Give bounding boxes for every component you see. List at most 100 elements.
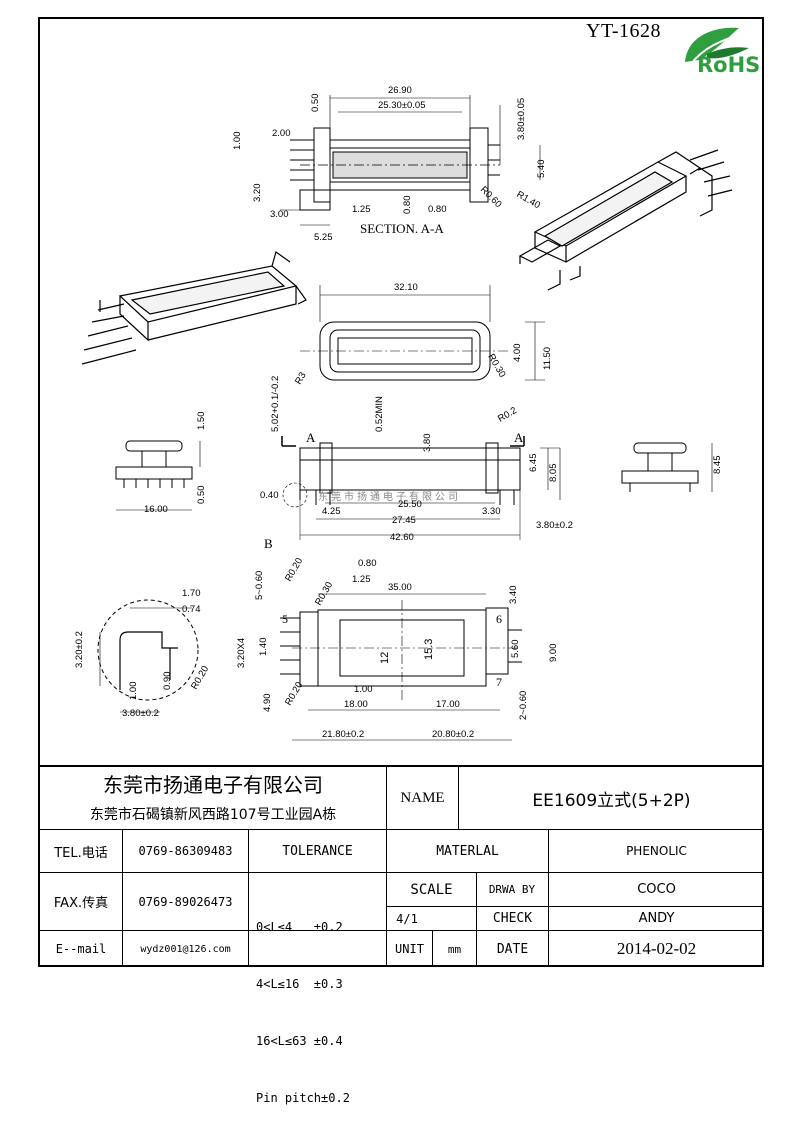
- dim-text: R0.60: [478, 184, 504, 210]
- dim-text: 1.40: [258, 638, 269, 657]
- dim-text: 2~0.60: [518, 691, 529, 720]
- top-view: [300, 285, 545, 381]
- material-label: MATERLAL: [436, 843, 499, 859]
- dim-text: 25.30±0.05: [378, 100, 425, 111]
- section-marker-a-right: A: [514, 430, 524, 445]
- dim-text: 0.80: [358, 558, 377, 569]
- dim-text: 26.90: [388, 85, 412, 96]
- dim-text: 4.00: [512, 344, 523, 363]
- dim-text: 18.00: [344, 699, 368, 710]
- check-value: ANDY: [638, 911, 675, 926]
- unit-label: UNIT: [395, 942, 424, 956]
- pin-label-6: 6: [496, 612, 502, 626]
- section-view: [280, 95, 541, 226]
- dim-text: R0.20: [283, 556, 305, 583]
- dim-text: R0.2: [496, 405, 519, 425]
- dim-text: 1.50: [196, 412, 207, 431]
- drawing-frame: [38, 17, 764, 967]
- side-view-left: [115, 440, 201, 511]
- dim-text: 3.80±0.05: [516, 98, 527, 140]
- dim-text: 0.52MIN: [374, 396, 385, 432]
- dim-text: 3.80±0.2: [536, 520, 573, 531]
- tolerance-table: 0<L≤4 ±0.2 4<L≤16 ±0.3 16<L≤63 ±0.4 Pin …: [256, 880, 350, 1146]
- side-view-right: [621, 442, 713, 492]
- dim-text: 20.80±0.2: [432, 729, 474, 740]
- tel-value: 0769-86309483: [138, 844, 233, 858]
- section-marker-a-left: A: [306, 430, 316, 445]
- dim-text: R0.20: [283, 680, 305, 707]
- rohs-text: RoHS: [697, 53, 761, 77]
- dim-text: 3.20±0.2: [74, 631, 85, 668]
- watermark: 东莞市扬通电子有限公司: [318, 490, 461, 503]
- dim-text: 42.60: [390, 532, 414, 543]
- bottom-view: [280, 593, 522, 741]
- dim-text: 5.25: [314, 232, 333, 243]
- dim-text: 0.80: [402, 196, 413, 215]
- dim-text: 0.50: [196, 486, 207, 505]
- tolerance-row: Pin pitch±0.2: [256, 1091, 350, 1105]
- dim-text: 5~0.60: [254, 571, 265, 600]
- dim-text: R0.20: [189, 664, 211, 691]
- dim-text: 5.02+0.1/-0.2: [270, 376, 281, 432]
- fax-label: FAX.传真: [53, 896, 109, 911]
- dim-text: 32.10: [394, 282, 418, 293]
- tolerance-label: TOLERANCE: [282, 843, 353, 859]
- dim-text: 3.00: [270, 209, 289, 220]
- dim-text: 35.00: [388, 582, 412, 593]
- tolerance-row: 16<L≤63 ±0.4: [256, 1034, 343, 1048]
- dim-text: R0.30: [485, 352, 507, 379]
- pin-label-7: 7: [496, 675, 502, 689]
- dim-text: R3: [293, 370, 309, 386]
- dim-text: 25.50: [398, 499, 422, 510]
- tel-label: TEL.电话: [54, 845, 108, 861]
- dim-text: 2.00: [272, 128, 291, 139]
- material-value: PHENOLIC: [626, 844, 687, 858]
- email-value: wydz001@126.com: [140, 943, 231, 955]
- tolerance-row: 4<L≤16 ±0.3: [256, 977, 343, 991]
- dim-text: 1.25: [352, 204, 371, 215]
- detail-view: [97, 599, 199, 713]
- dim-text: 27.45: [392, 515, 416, 526]
- dim-text: 4.25: [322, 506, 341, 517]
- dim-text: 8.45: [712, 456, 723, 475]
- dim-text: 9.00: [548, 644, 559, 663]
- dim-text: 21.80±0.2: [322, 729, 364, 740]
- check-label: CHECK: [492, 911, 533, 926]
- dim-text: 3.30: [482, 506, 501, 517]
- dim-text: 0.40: [260, 490, 279, 501]
- unit-value: mm: [447, 942, 462, 956]
- iso-view-left: [81, 251, 307, 365]
- drawn-by-label: DRWA BY: [488, 883, 536, 896]
- scale-label: SCALE: [410, 881, 453, 898]
- scale-value: 4/1: [396, 911, 418, 926]
- date-value: 2014-02-02: [616, 939, 697, 958]
- dim-text: 0.80: [428, 204, 447, 215]
- dim-text: 5.60: [510, 640, 521, 659]
- iso-view-right: [518, 149, 733, 291]
- dim-text: 3.40: [508, 586, 519, 605]
- part-name: EE1609立式(5+2P): [532, 790, 691, 811]
- drawn-by-value: COCO: [637, 882, 676, 897]
- dim-text: 3.80: [422, 434, 433, 453]
- dim-text: 6.45: [528, 454, 539, 473]
- fax-value: 0769-89026473: [138, 894, 233, 909]
- dim-text: 11.50: [542, 347, 553, 370]
- dim-text: 1.70: [182, 588, 201, 599]
- part-number: YT-1628: [586, 20, 661, 42]
- dim-text: 15.3: [423, 639, 435, 660]
- dim-text: 0.90: [162, 672, 173, 691]
- dim-text: 8.05: [548, 464, 559, 483]
- pin-label-5: 5: [282, 612, 288, 626]
- rohs-leaf-icon: [685, 27, 749, 65]
- dim-text: 16.00: [144, 504, 168, 515]
- dim-text: 0.50: [310, 94, 321, 113]
- dim-text: 4.90: [262, 694, 273, 713]
- dim-text: 1.00: [128, 682, 139, 701]
- technical-drawing: 26.90 25.30±0.05 0.50 3.80±0.05 1.00 2.0…: [74, 85, 733, 741]
- dim-text: 0.74: [182, 604, 201, 615]
- dim-text: 3.20: [252, 184, 263, 203]
- section-label: SECTION. A-A: [360, 221, 444, 236]
- dim-text: R1.40: [515, 189, 542, 211]
- dim-text: 5.40: [536, 160, 547, 179]
- dim-text: 12: [379, 652, 391, 664]
